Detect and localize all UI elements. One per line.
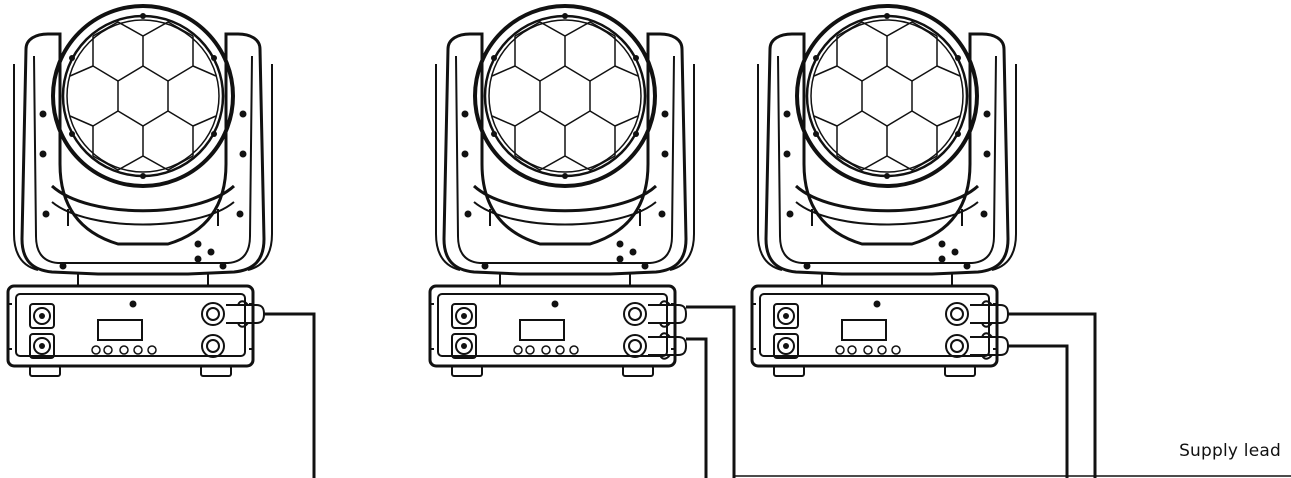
- fixture-2: [428, 4, 696, 378]
- supply-lead-label: Supply lead: [1179, 441, 1281, 461]
- fixture-3: [750, 4, 1018, 378]
- cable-fixture-2-in: [686, 305, 736, 478]
- cable-fixture-2-out: [686, 337, 708, 478]
- cable-fixture-3-out: [1008, 344, 1069, 478]
- cable-fixture-1: [264, 312, 316, 478]
- power-link-cables: [264, 305, 1291, 478]
- cable-fixture-3-in: [1008, 312, 1097, 478]
- fixture-1: [6, 4, 274, 378]
